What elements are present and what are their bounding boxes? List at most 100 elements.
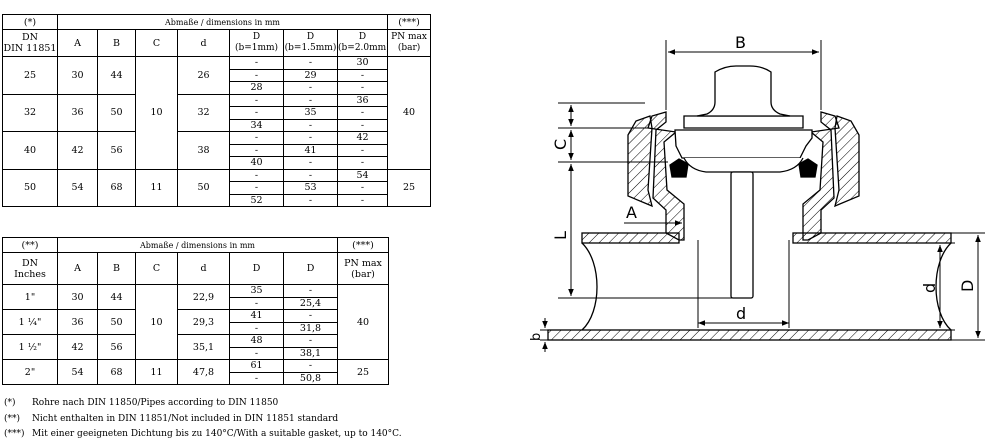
dn-cell: 1 ¼": [2, 309, 58, 335]
pipe: [547, 232, 952, 341]
dimensions-table-inches: (**)Abmaße / dimensions in mm(***)DN Inc…: [2, 237, 390, 385]
label-outer-d: D: [958, 280, 977, 292]
pn-cell: 40: [337, 284, 390, 360]
insert-body: [674, 129, 813, 159]
gasket-left: [669, 158, 689, 178]
dimension-labels: B C L A d d D b: [529, 33, 977, 341]
footnote-text: Rohre nach DIN 11850/Pipes according to …: [32, 398, 279, 408]
label-c: C: [551, 139, 570, 150]
footnote-key: (**): [4, 413, 21, 424]
label-a: A: [626, 203, 637, 222]
label-wall-b: b: [529, 333, 544, 341]
b-cell: 68: [97, 359, 136, 385]
column-header: DN Inches: [2, 252, 58, 285]
outer-d-cell: -: [336, 193, 389, 207]
nut-right: [834, 115, 860, 208]
column-header: D: [282, 252, 339, 285]
footnote-key: (***): [4, 429, 25, 439]
dimension-lines: [540, 40, 985, 352]
footnote: (**) Nicht enthalten in DIN 11851/Not inc…: [4, 412, 402, 428]
a-cell: 30: [57, 284, 98, 310]
nut-left: [627, 115, 653, 208]
outer-d-cell: 52: [229, 193, 284, 207]
a-cell: 36: [57, 93, 98, 132]
insert-top: [683, 115, 804, 129]
gasket-right: [798, 158, 818, 178]
dimensions-table-din: (*)Abmaße / dimensions in mm(***)DN DIN …: [2, 14, 432, 207]
table-row: -50,8: [3, 371, 389, 385]
b-cell: 68: [97, 168, 136, 207]
sensor-stem: [730, 171, 754, 299]
c-cell: 10: [135, 56, 178, 170]
label-b-width: B: [735, 33, 746, 52]
label-d-pipe: d: [920, 283, 939, 293]
b-cell: 56: [97, 334, 136, 360]
c-cell: 11: [135, 359, 178, 385]
liner-right: [802, 111, 840, 241]
table-row: -41-: [3, 143, 431, 157]
footnote: (***) Mit einer geeigneten Dichtung bis z…: [4, 427, 402, 443]
footnote-text: Nicht enthalten in DIN 11851/Not include…: [32, 413, 339, 424]
pipe-upper-wall-right: [792, 232, 952, 244]
column-header: d: [177, 29, 230, 57]
outer-d-cell: -: [283, 193, 338, 207]
table-row: 40--: [3, 156, 431, 170]
column-header: C: [135, 252, 178, 285]
sensor-head: [696, 65, 791, 117]
dn-cell: 2": [2, 359, 58, 385]
column-header: A: [57, 252, 98, 285]
footnotes: (*) Rohre nach DIN 11850/Pipes according …: [4, 396, 402, 443]
d-cell: 29,3: [177, 309, 230, 335]
column-header: B: [97, 29, 136, 57]
insert-cap: [683, 157, 804, 173]
fitting-body: [627, 65, 860, 299]
label-d-inner: d: [736, 304, 746, 323]
column-header: D (b=2.0mm): [336, 29, 389, 57]
column-header: C: [135, 29, 178, 57]
dn-cell: 1 ½": [2, 334, 58, 360]
pipe-break-left: [581, 242, 598, 331]
column-header: DN DIN 11851: [2, 29, 58, 57]
dn-cell: 32: [2, 93, 58, 132]
c-cell: 11: [135, 168, 178, 207]
pipe-lower-wall: [547, 329, 952, 341]
outer-d-cell: -: [229, 371, 284, 385]
pn-cell: 25: [337, 359, 390, 385]
footnote-text: Mit einer geeigneten Dichtung bis zu 140…: [32, 429, 402, 439]
d-cell: 47,8: [177, 359, 230, 385]
dn-cell: 1": [2, 284, 58, 310]
pn-cell: 40: [387, 56, 432, 170]
column-header: PN max (bar): [387, 29, 432, 57]
pipe-break-right: [935, 242, 952, 331]
d-cell: 26: [177, 56, 230, 95]
footnote-key: (*): [4, 398, 16, 408]
pipe-upper-wall-left: [581, 232, 680, 244]
a-cell: 42: [57, 131, 98, 170]
dn-cell: 50: [2, 168, 58, 207]
liner-left: [647, 111, 685, 241]
footnote: (*) Rohre nach DIN 11850/Pipes according …: [4, 396, 402, 412]
column-header: D (b=1.5mm): [283, 29, 338, 57]
column-header: B: [97, 252, 136, 285]
table-row: -38,1: [3, 346, 389, 360]
table-row: -53-: [3, 181, 431, 195]
pn-cell: 25: [387, 168, 432, 207]
label-l: L: [551, 231, 570, 240]
b-cell: 44: [97, 284, 136, 310]
column-header: D (b=1mm): [229, 29, 284, 57]
dn-cell: 25: [2, 56, 58, 95]
b-cell: 56: [97, 131, 136, 170]
table-row: -29-: [3, 68, 431, 82]
table-row: 52--: [3, 193, 431, 207]
d-cell: 50: [177, 168, 230, 207]
